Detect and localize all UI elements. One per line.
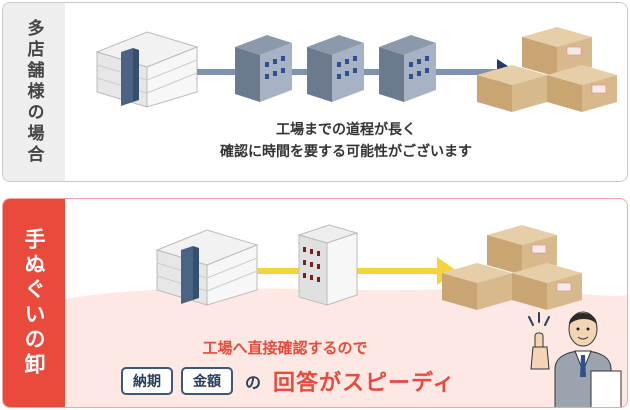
direct-confirm-text: 工場へ直接確認するので xyxy=(202,339,368,357)
wholesale-panel: 手ぬぐいの卸 xyxy=(2,198,628,408)
multi-store-caption-line2: 確認に時間を要する可能性がございます xyxy=(220,144,472,160)
multi-store-caption-line1: 工場までの道程が長く xyxy=(276,122,416,138)
store-icon-3 xyxy=(379,35,436,102)
sparkle-icon xyxy=(528,312,550,326)
multi-store-panel: 多店舗様の場合 xyxy=(2,2,628,182)
particle-text: の xyxy=(245,373,262,392)
multi-store-caption: 工場までの道程が長く 確認に時間を要する可能性がございます xyxy=(65,119,627,163)
store-icon-1 xyxy=(235,35,292,102)
building-icon xyxy=(297,224,359,306)
price-tag: 金額 xyxy=(181,367,233,395)
benefit-line: 納期 金額 の 回答がスピーディ xyxy=(121,365,455,397)
factory-icon xyxy=(155,229,259,306)
factory-icon xyxy=(95,31,199,108)
businessman-illustration xyxy=(528,311,622,407)
speedy-response-text: 回答がスピーディ xyxy=(273,371,456,396)
boxes-icon xyxy=(477,27,617,112)
wholesale-label: 手ぬぐいの卸 xyxy=(3,199,65,407)
multi-store-flow-illustration xyxy=(95,27,617,112)
boxes-icon xyxy=(442,225,582,310)
store-icon-2 xyxy=(307,35,364,102)
multi-store-label: 多店舗様の場合 xyxy=(3,3,65,181)
wholesale-flow-illustration xyxy=(155,224,582,310)
delivery-tag: 納期 xyxy=(121,367,173,395)
